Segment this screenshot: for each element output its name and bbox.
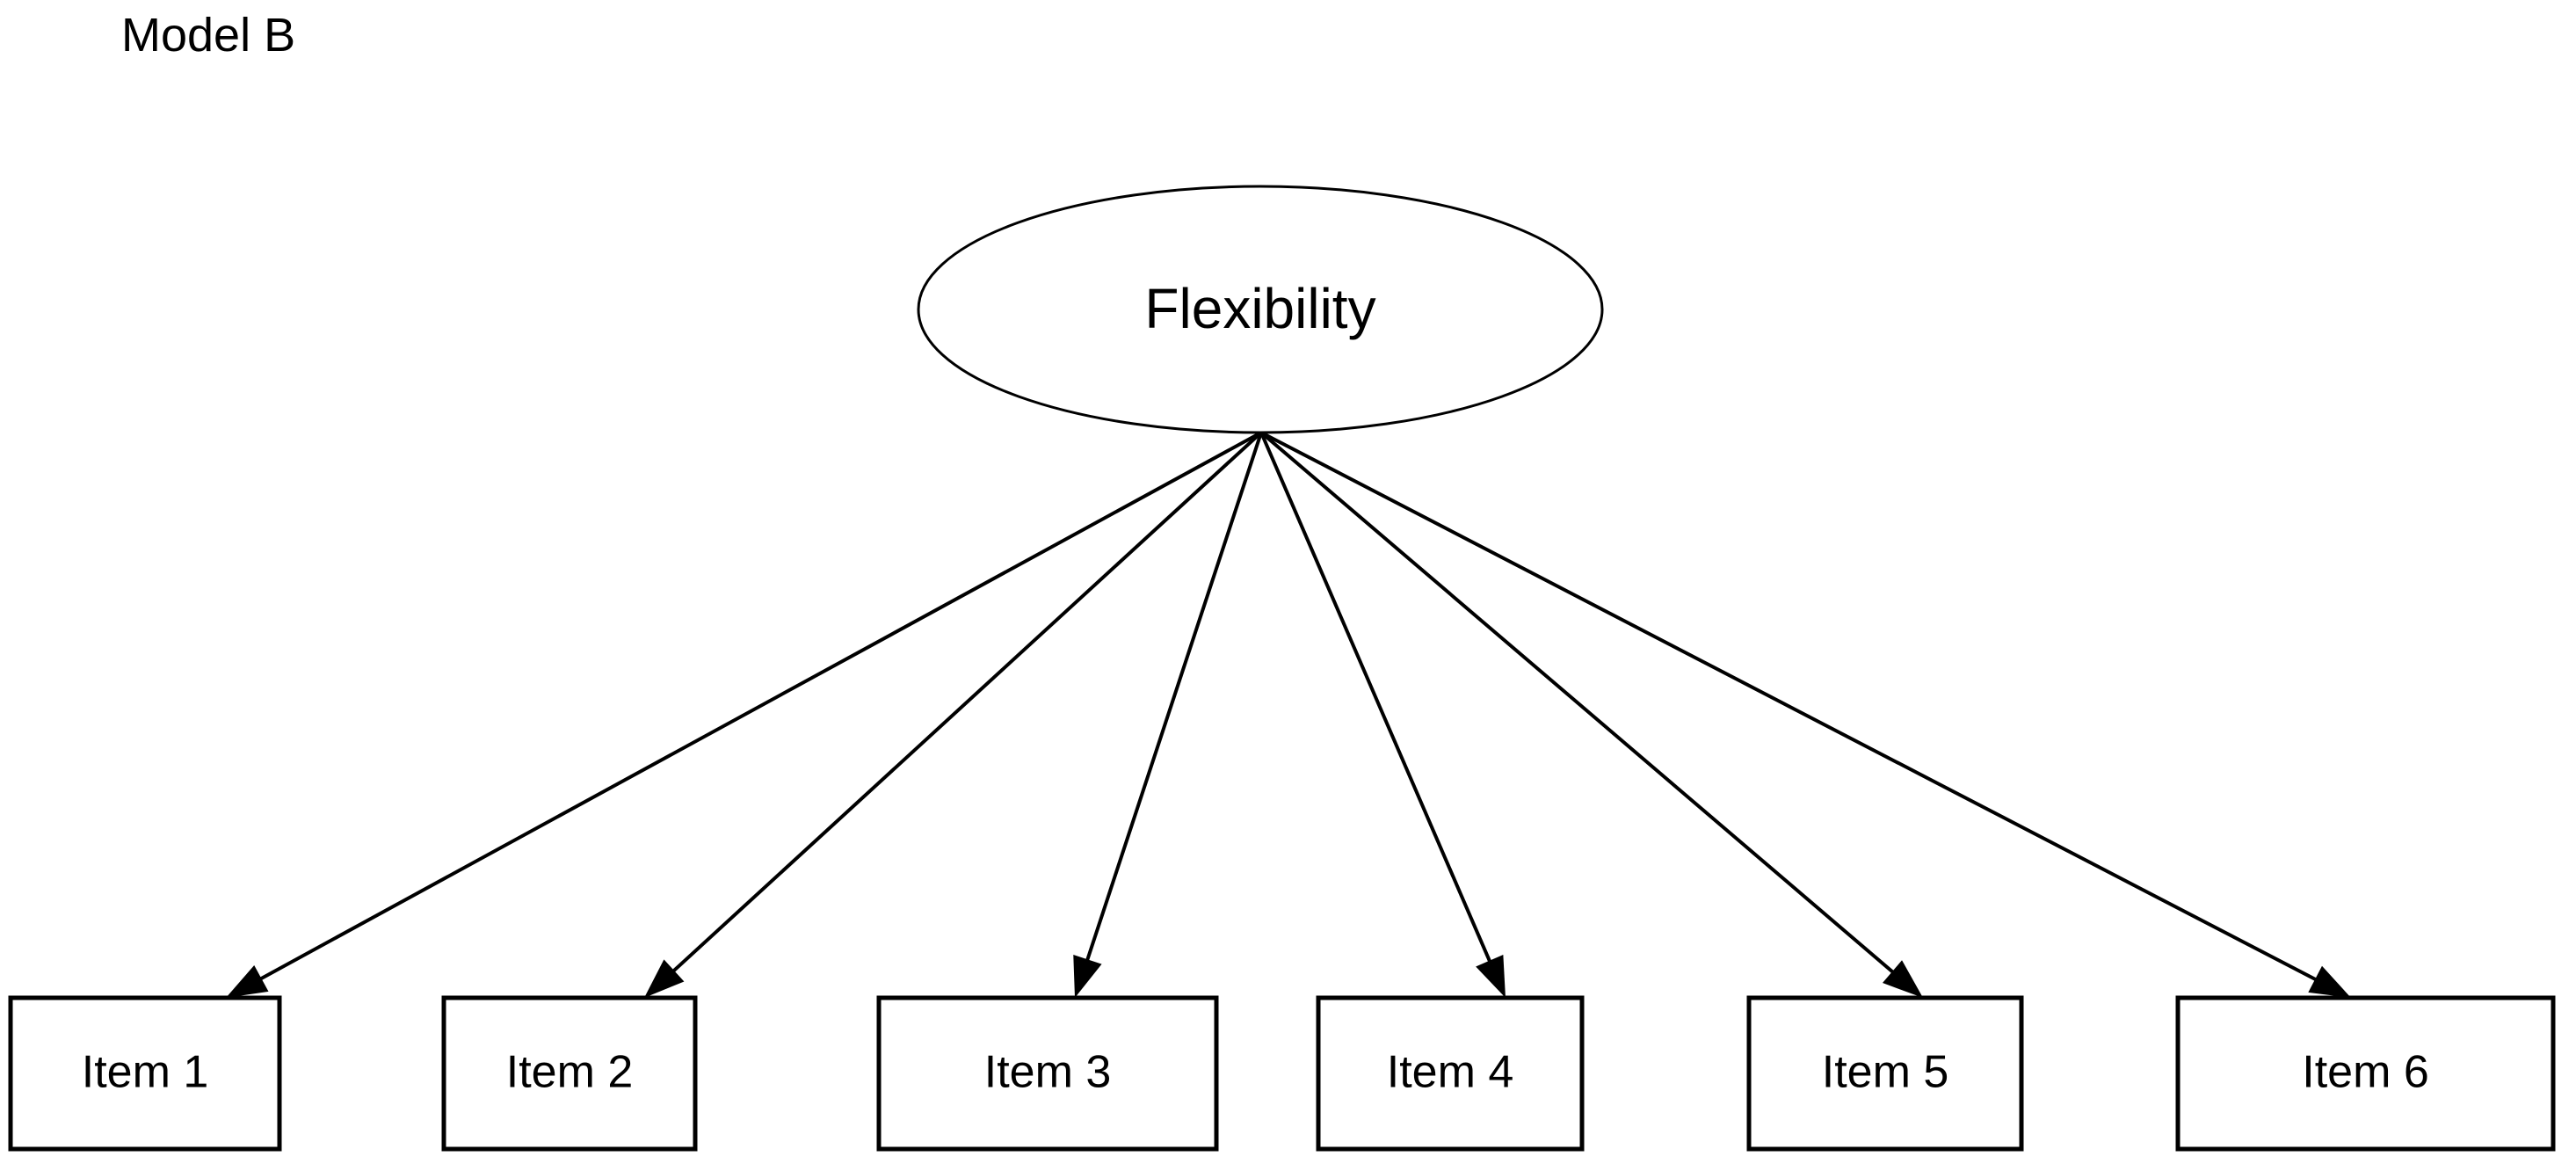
loading-arrow-head-4 bbox=[1476, 955, 1506, 998]
indicator-node-3: Item 3 bbox=[876, 995, 1219, 1152]
indicator-node-6: Item 6 bbox=[2175, 995, 2556, 1152]
indicator-label-3: Item 3 bbox=[984, 1047, 1112, 1098]
loading-arrow-head-2 bbox=[644, 959, 685, 998]
indicator-box-5 bbox=[1746, 995, 2024, 1152]
loading-arrow-line-5 bbox=[1259, 431, 1902, 980]
indicator-node-2: Item 2 bbox=[441, 995, 698, 1152]
indicator-box-6 bbox=[2175, 995, 2556, 1152]
loading-arrow-line-1 bbox=[251, 431, 1262, 986]
indicator-box-4 bbox=[1316, 995, 1585, 1152]
indicator-node-1: Item 1 bbox=[8, 995, 282, 1152]
loading-arrow-head-6 bbox=[2308, 965, 2351, 998]
indicator-box-1 bbox=[8, 995, 282, 1152]
indicator-boxes: Item 1 Item 2 Item 3 Item 4 Item 5 Item 6 bbox=[8, 995, 2556, 1152]
indicator-label-2: Item 2 bbox=[506, 1047, 634, 1098]
loading-arrow-line-2 bbox=[665, 431, 1263, 979]
loading-arrow-line-3 bbox=[1082, 432, 1263, 970]
indicator-node-4: Item 4 bbox=[1316, 995, 1585, 1152]
factor-loading-arrows bbox=[226, 431, 2351, 998]
indicator-label-4: Item 4 bbox=[1387, 1047, 1514, 1098]
loading-arrow-head-3 bbox=[1073, 954, 1102, 998]
loading-arrow-line-4 bbox=[1259, 432, 1496, 971]
indicator-label-1: Item 1 bbox=[82, 1047, 209, 1098]
indicator-node-5: Item 5 bbox=[1746, 995, 2024, 1152]
latent-variable-label: Flexibility bbox=[1144, 277, 1375, 340]
indicator-box-2 bbox=[441, 995, 698, 1152]
indicator-label-5: Item 5 bbox=[1822, 1047, 1949, 1098]
indicator-box-3 bbox=[876, 995, 1219, 1152]
latent-variable-ellipse bbox=[917, 185, 1604, 434]
indicator-label-6: Item 6 bbox=[2302, 1047, 2429, 1098]
page-title: Model B bbox=[121, 9, 295, 62]
loading-arrow-head-1 bbox=[226, 965, 269, 998]
loading-arrow-line-6 bbox=[1260, 431, 2326, 986]
loading-arrow-head-5 bbox=[1882, 960, 1923, 998]
